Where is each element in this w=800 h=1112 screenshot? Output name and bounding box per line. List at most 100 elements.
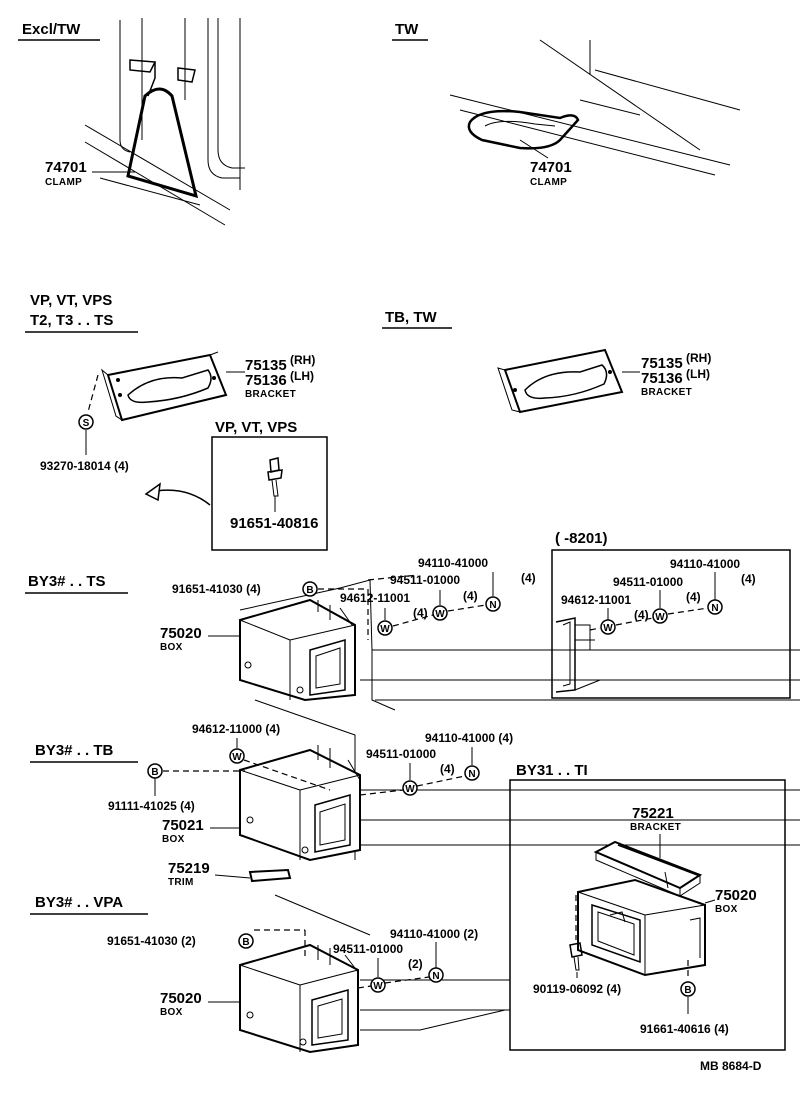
label-screw-90119: 90119-06092 (4) — [533, 982, 621, 996]
label-washer-94511-vpa: 94511-01000 — [333, 942, 403, 956]
arrow-head-inset — [144, 482, 161, 502]
bolt-illustration — [267, 457, 283, 512]
inset-8201-illustration — [555, 617, 601, 693]
label-trim-name: TRIM — [168, 877, 194, 888]
label-bracket-rh-vp: 75135 — [245, 357, 287, 374]
screw-90119-illustration — [569, 942, 583, 971]
section-tw: TW — [395, 21, 419, 38]
section-by31-ti: BY31 . . TI — [516, 762, 588, 779]
label-box-name-tb: BOX — [162, 834, 185, 845]
inset-vp-box — [211, 436, 328, 551]
label-nut-94110-ts: 94110-41000 — [418, 556, 488, 570]
box-ti-illustration — [577, 878, 706, 977]
bracket-vp-illustration — [101, 351, 228, 422]
label-bolt-91661: 91661-40616 (4) — [640, 1022, 729, 1036]
bracket-75221-illustration — [593, 840, 703, 897]
clamp-excl-tw-illustration — [84, 18, 245, 226]
box-ts-illustration — [239, 579, 800, 711]
symbol-b-vpa-text: B — [242, 937, 249, 948]
label-nut-94110-4-tb: 94110-41000 (4) — [425, 731, 513, 745]
symbol-b-ts-text: B — [306, 585, 313, 596]
label-bracket-lh-vp: 75136 — [245, 372, 287, 389]
section-excl-tw: Excl/TW — [22, 21, 81, 38]
label-washer-94511-inset: 94511-01000 — [613, 575, 683, 589]
label-bracket-rh-tb: 75135 — [641, 355, 683, 372]
label-box-75021: 75021 — [162, 817, 204, 834]
symbol-s — [78, 414, 94, 430]
label-screw-93270: 93270-18014 (4) — [40, 459, 129, 473]
section-vp-group-line1: VP, VT, VPS — [30, 292, 112, 309]
symbol-n-tb-text: N — [468, 769, 475, 780]
dash-screw-s — [87, 374, 99, 413]
label-nut-94110-2-vpa: 94110-41000 (2) — [390, 927, 478, 941]
label-bracket-name-vp: BRACKET — [245, 389, 296, 400]
section-vp-group-line2: T2, T3 . . TS — [30, 312, 113, 329]
label-washer-94511-tb: 94511-01000 — [366, 747, 436, 761]
label-clamp-name-tw: CLAMP — [530, 177, 567, 188]
symbol-b-ti — [680, 981, 696, 997]
symbol-n-ts-text: N — [489, 600, 496, 611]
inset-8201-box — [551, 549, 791, 699]
label-box-name-ti: BOX — [715, 904, 738, 915]
symbol-w-tb-text: W — [405, 784, 415, 795]
label-bolt-91111: 91111-41025 (4) — [108, 799, 195, 813]
label-box-75020-ts: 75020 — [160, 625, 202, 642]
symbol-w1-ts-text: W — [380, 624, 390, 635]
label-bolt-41030-2: 91651-41030 (2) — [107, 934, 196, 948]
label-qty4-nut-ts: (4) — [521, 571, 536, 585]
section-by3-ts: BY3# . . TS — [28, 573, 106, 590]
symbol-w1-inset-text: W — [603, 623, 613, 634]
label-qty2-vpa: (2) — [408, 957, 423, 971]
label-nut-94110-inset: 94110-41000 — [670, 557, 740, 571]
section-range-8201: ( -8201) — [555, 530, 608, 547]
symbol-s-text: S — [83, 418, 90, 429]
clamp-tw-illustration — [449, 39, 741, 176]
symbol-n-inset — [707, 599, 723, 615]
label-lh-vp: (LH) — [290, 369, 314, 383]
section-vp-inset: VP, VT, VPS — [215, 419, 297, 436]
label-clamp-num-tw: 74701 — [530, 159, 572, 176]
symbol-n-vpa-text: N — [432, 971, 439, 982]
label-bolt-91651-40816: 91651-40816 — [230, 515, 318, 532]
symbol-n-vpa — [428, 967, 444, 983]
label-qty4-94612-ts: (4) — [413, 606, 428, 620]
symbol-b-ti-text: B — [684, 985, 691, 996]
symbol-b-tb-text: B — [151, 767, 158, 778]
symbol-w2-inset — [652, 608, 668, 624]
bracket-tb-illustration — [497, 348, 624, 414]
label-qty4-washer-ts: (4) — [463, 589, 478, 603]
label-qty4-94612-inset: (4) — [634, 608, 649, 622]
symbol-b-vpa — [238, 933, 254, 949]
label-qty4-nut-inset: (4) — [741, 572, 756, 586]
label-bracket-lh-tb: 75136 — [641, 370, 683, 387]
label-washer-94612-inset: 94612-11001 — [561, 593, 631, 607]
box-vpa-illustration — [239, 894, 510, 1054]
label-bracket-name-ti: BRACKET — [630, 822, 681, 833]
label-washer-94612-ts: 94612-11001 — [340, 591, 410, 605]
label-clamp-num-excl: 74701 — [45, 159, 87, 176]
label-clamp-name-excl: CLAMP — [45, 177, 82, 188]
symbol-w-tb — [402, 780, 418, 796]
symbol-w2-inset-text: W — [655, 612, 665, 623]
label-rh-tb: (RH) — [686, 351, 711, 365]
label-washer-94511-ts: 94511-01000 — [390, 573, 460, 587]
label-lh-tb: (LH) — [686, 367, 710, 381]
section-by3-tb: BY3# . . TB — [35, 742, 114, 759]
symbol-n-tb — [464, 765, 480, 781]
leader-clamp-tw — [519, 139, 549, 159]
label-box-75020-ti: 75020 — [715, 887, 757, 904]
label-rh-vp: (RH) — [290, 353, 315, 367]
label-bracket-name-tb: BRACKET — [641, 387, 692, 398]
symbol-b-ts — [302, 581, 318, 597]
symbol-w-vpa — [370, 977, 386, 993]
symbol-w-tb-top-text: W — [232, 752, 242, 763]
section-by3-vpa: BY3# . . VPA — [35, 894, 123, 911]
label-bracket-75221: 75221 — [632, 805, 674, 822]
footer-code: MB 8684-D — [700, 1059, 762, 1073]
label-box-75020-vpa: 75020 — [160, 990, 202, 1007]
symbol-w1-inset — [600, 619, 616, 635]
trim-illustration — [248, 868, 292, 883]
symbol-w1-ts — [377, 620, 393, 636]
label-box-name-vpa: BOX — [160, 1007, 183, 1018]
